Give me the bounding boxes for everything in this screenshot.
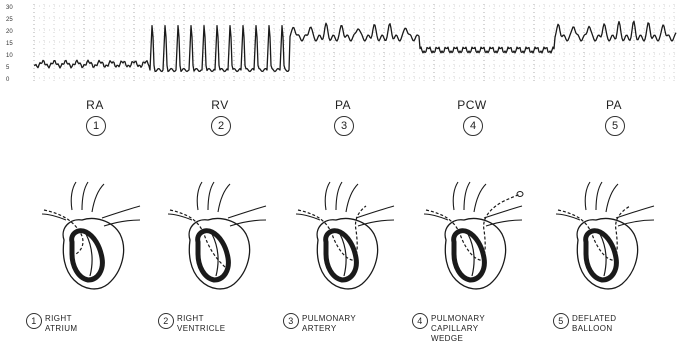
pressure-waveform: [34, 21, 676, 71]
ventricle-wall: [198, 231, 229, 280]
ventricle-wall: [72, 231, 103, 280]
caption-line: DEFLATED: [572, 314, 616, 324]
y-tick-label: 25: [6, 17, 13, 23]
heart-illustration-right-ventricle: [168, 180, 268, 300]
great-vessels: [296, 182, 394, 226]
caption-number: 5: [553, 313, 569, 329]
caption-line: CAPILLARY: [431, 324, 485, 334]
phase-number-1: 1: [86, 116, 106, 136]
caption-line: ARTERY: [302, 324, 356, 334]
y-tick-label: 15: [6, 41, 13, 47]
y-tick-label: 30: [6, 5, 13, 11]
phase-label-pa: PA: [308, 98, 378, 112]
phase-label-ra: RA: [60, 98, 130, 112]
caption-text: DEFLATED BALLOON: [572, 314, 616, 334]
caption-line: RIGHT: [177, 314, 226, 324]
heart-illustration-right-atrium: [42, 180, 142, 300]
caption-line: ATRIUM: [45, 324, 77, 334]
pressure-tracing-strip: 30 25 20 15 10 5 0: [0, 0, 681, 90]
heart-illustration-pulmonary-artery: [296, 180, 396, 300]
phase-label-pcw: PCW: [437, 98, 507, 112]
septum: [340, 234, 346, 276]
caption-line: PULMONARY: [431, 314, 485, 324]
y-tick-label: 10: [6, 53, 13, 59]
septum: [468, 234, 474, 276]
great-vessels: [556, 182, 654, 226]
phase-number-4: 4: [463, 116, 483, 136]
great-vessels: [168, 182, 266, 226]
septum: [86, 234, 92, 276]
caption-line: PULMONARY: [302, 314, 356, 324]
ventricle-wall: [586, 231, 617, 280]
caption-text: PULMONARY CAPILLARY WEDGE: [431, 314, 485, 344]
y-tick-label: 20: [6, 29, 13, 35]
phase-number-5: 5: [605, 116, 625, 136]
phase-number-2: 2: [211, 116, 231, 136]
y-tick-label: 5: [6, 65, 10, 71]
caption-number: 2: [158, 313, 174, 329]
phase-label-rv: RV: [185, 98, 255, 112]
ventricle-wall: [454, 231, 485, 280]
great-vessels: [424, 182, 522, 226]
caption-text: RIGHT ATRIUM: [45, 314, 77, 334]
caption-line: WEDGE: [431, 334, 485, 344]
heart-illustration-pulmonary-capillary-wedge: [424, 180, 524, 300]
inflated-balloon: [517, 192, 523, 197]
caption-line: VENTRICLE: [177, 324, 226, 334]
phase-number-3: 3: [334, 116, 354, 136]
caption-text: RIGHT VENTRICLE: [177, 314, 226, 334]
y-axis-ticks: 30 25 20 15 10 5 0: [6, 5, 13, 83]
caption-line: BALLOON: [572, 324, 616, 334]
caption-number: 4: [412, 313, 428, 329]
ventricle-wall: [326, 231, 357, 280]
caption-line: RIGHT: [45, 314, 77, 324]
grid: [34, 4, 676, 84]
septum: [600, 234, 606, 276]
great-vessels: [42, 182, 140, 226]
heart-illustration-deflated-balloon: [556, 180, 656, 300]
caption-number: 3: [283, 313, 299, 329]
caption-number: 1: [26, 313, 42, 329]
y-tick-label: 0: [6, 77, 10, 83]
caption-text: PULMONARY ARTERY: [302, 314, 356, 334]
phase-label-pa-2: PA: [579, 98, 649, 112]
